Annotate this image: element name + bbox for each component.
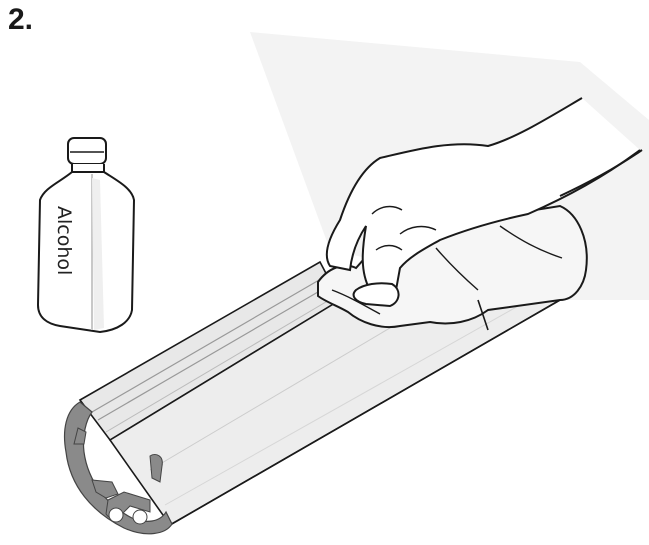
bottle-label: Alcohol	[53, 206, 75, 275]
alcohol-bottle-icon: Alcohol	[38, 138, 134, 332]
